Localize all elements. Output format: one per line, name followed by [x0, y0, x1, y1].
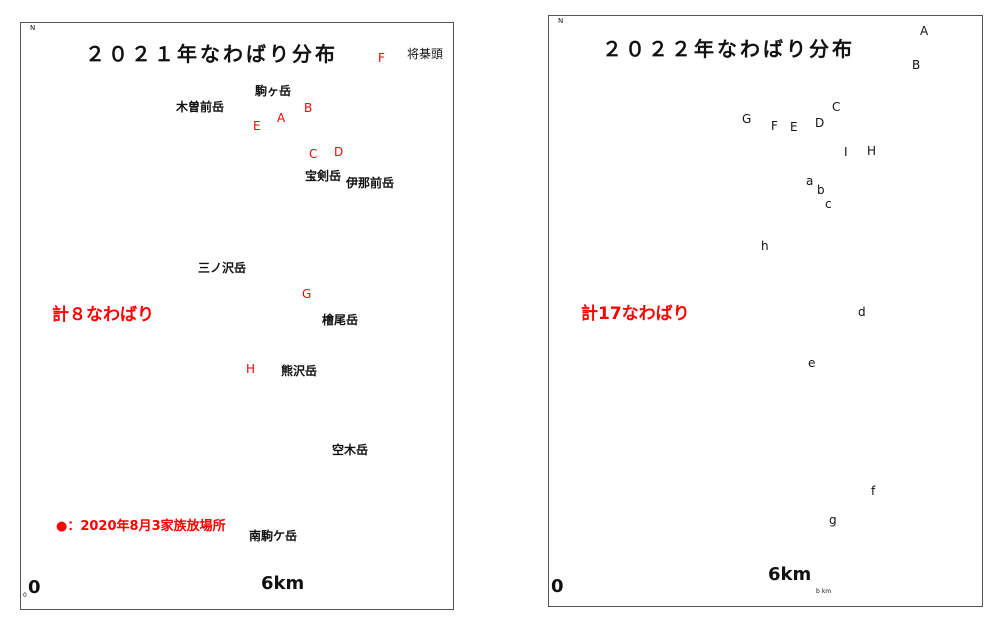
map-title-2021: ２０２１年なわばり分布 [85, 42, 338, 66]
map-panel-2021 [20, 22, 454, 610]
peak-label: 檜尾岳 [322, 313, 359, 327]
scale-end-label: 6km [261, 573, 305, 594]
territory-label: C [832, 100, 841, 114]
territory-label: D [334, 145, 344, 159]
territory-label: c [825, 197, 832, 211]
peak-label: 空木岳 [332, 443, 369, 457]
peak-label: 駒ヶ岳 [255, 84, 292, 98]
peak-label: 熊沢岳 [281, 364, 318, 378]
peak-label: 伊那前岳 [346, 176, 395, 190]
territory-label: G [742, 112, 752, 126]
map-title-2022: ２０２２年なわばり分布 [602, 37, 855, 61]
territory-label: E [790, 120, 798, 134]
territory-label: E [253, 119, 261, 133]
peak-label: 南駒ケ岳 [249, 529, 298, 543]
peak-label: 三ノ沢岳 [198, 261, 247, 275]
territory-count-2022: 計17なわばり [581, 304, 690, 324]
scale-start-label: 0 [28, 577, 41, 598]
peak-label: 宝剣岳 [305, 169, 342, 183]
north-label: N [558, 17, 564, 25]
scale-end-label: 6km [768, 564, 812, 585]
territory-count-2021: 計８なわばり [52, 305, 154, 325]
territory-label: h [761, 239, 769, 253]
scale-small-label: b km [816, 588, 832, 595]
release-site-legend: ●：2020年8月3家族放場所 [56, 519, 226, 534]
scale-small-label: 0 [23, 592, 27, 599]
territory-label: F [378, 51, 385, 65]
territory-label: b [817, 183, 825, 197]
territory-label: H [867, 144, 877, 158]
territory-label: H [246, 362, 256, 376]
peak-label: 木曽前岳 [176, 100, 225, 114]
territory-label: A [277, 111, 286, 125]
territory-label: B [912, 58, 921, 72]
peak-label: 将棊頭 [407, 47, 444, 61]
territory-label: C [309, 147, 318, 161]
territory-label: g [829, 513, 837, 527]
territory-label: A [920, 24, 929, 38]
map-panel-2022 [548, 15, 983, 607]
territory-label: a [806, 174, 814, 188]
territory-label: F [771, 119, 778, 133]
territory-label: G [302, 287, 312, 301]
territory-label: B [304, 101, 313, 115]
territory-label: d [858, 305, 866, 319]
territory-label: I [844, 145, 848, 159]
territory-label: D [815, 116, 825, 130]
territory-label: e [808, 356, 816, 370]
territory-label: f [871, 484, 876, 498]
scale-start-label: 0 [551, 576, 564, 597]
north-label: N [30, 24, 36, 32]
